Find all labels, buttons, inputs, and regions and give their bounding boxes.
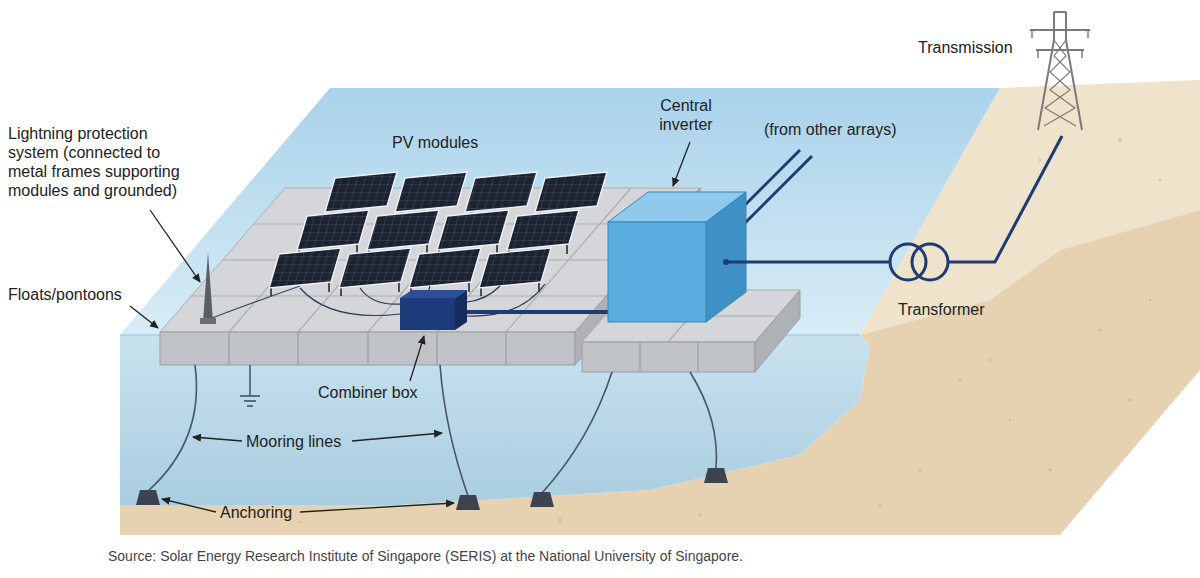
central-inverter bbox=[608, 192, 746, 322]
seabed-section bbox=[120, 210, 1200, 535]
callout-note: Lightning protection system (connected t… bbox=[8, 124, 198, 200]
ac-cable bbox=[726, 261, 890, 264]
part-label: Mooring lines bbox=[246, 432, 341, 451]
part-label: Floats/pontoons bbox=[8, 285, 122, 304]
dc-cable bbox=[467, 310, 608, 314]
pv-modules bbox=[269, 172, 607, 288]
part-label: PV modules bbox=[392, 133, 478, 152]
source-caption: Source: Solar Energy Research Institute … bbox=[108, 547, 743, 565]
combiner-box bbox=[400, 290, 467, 330]
transmission-cable bbox=[948, 136, 1062, 262]
part-label: Transmission bbox=[918, 38, 1013, 57]
part-label: (from other arrays) bbox=[764, 120, 896, 139]
part-label: Transformer bbox=[898, 300, 985, 319]
transmission-tower bbox=[1030, 12, 1090, 130]
part-label: Combiner box bbox=[318, 383, 418, 402]
cable-joint bbox=[723, 259, 729, 265]
part-label: Central inverter bbox=[640, 96, 732, 134]
ground-symbol bbox=[240, 365, 260, 406]
water-surface bbox=[120, 88, 1000, 335]
leader-lines bbox=[130, 142, 690, 512]
part-label: Anchoring bbox=[220, 503, 292, 522]
mooring-lines bbox=[148, 365, 716, 496]
transformer-symbol bbox=[890, 244, 948, 280]
